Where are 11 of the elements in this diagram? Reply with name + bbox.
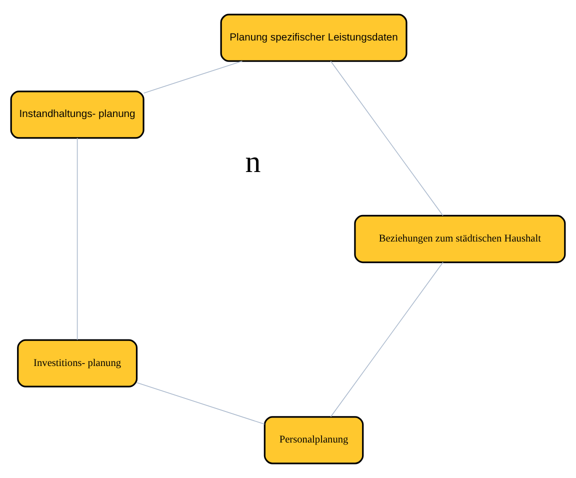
connector (76, 138, 78, 340)
node-box: Planung spezifischer Leistungsdaten (220, 14, 408, 62)
connector (143, 60, 243, 94)
node-box: Investitions- planung (17, 339, 138, 388)
connector (330, 60, 444, 216)
label: n (245, 144, 261, 179)
node-box: Instandhaltungs- planung (10, 90, 144, 139)
connector (136, 382, 265, 425)
connector (330, 262, 444, 418)
node-box: Personalplanung (264, 416, 364, 464)
node-box: Beziehungen zum städtischen Haushalt (354, 214, 566, 264)
